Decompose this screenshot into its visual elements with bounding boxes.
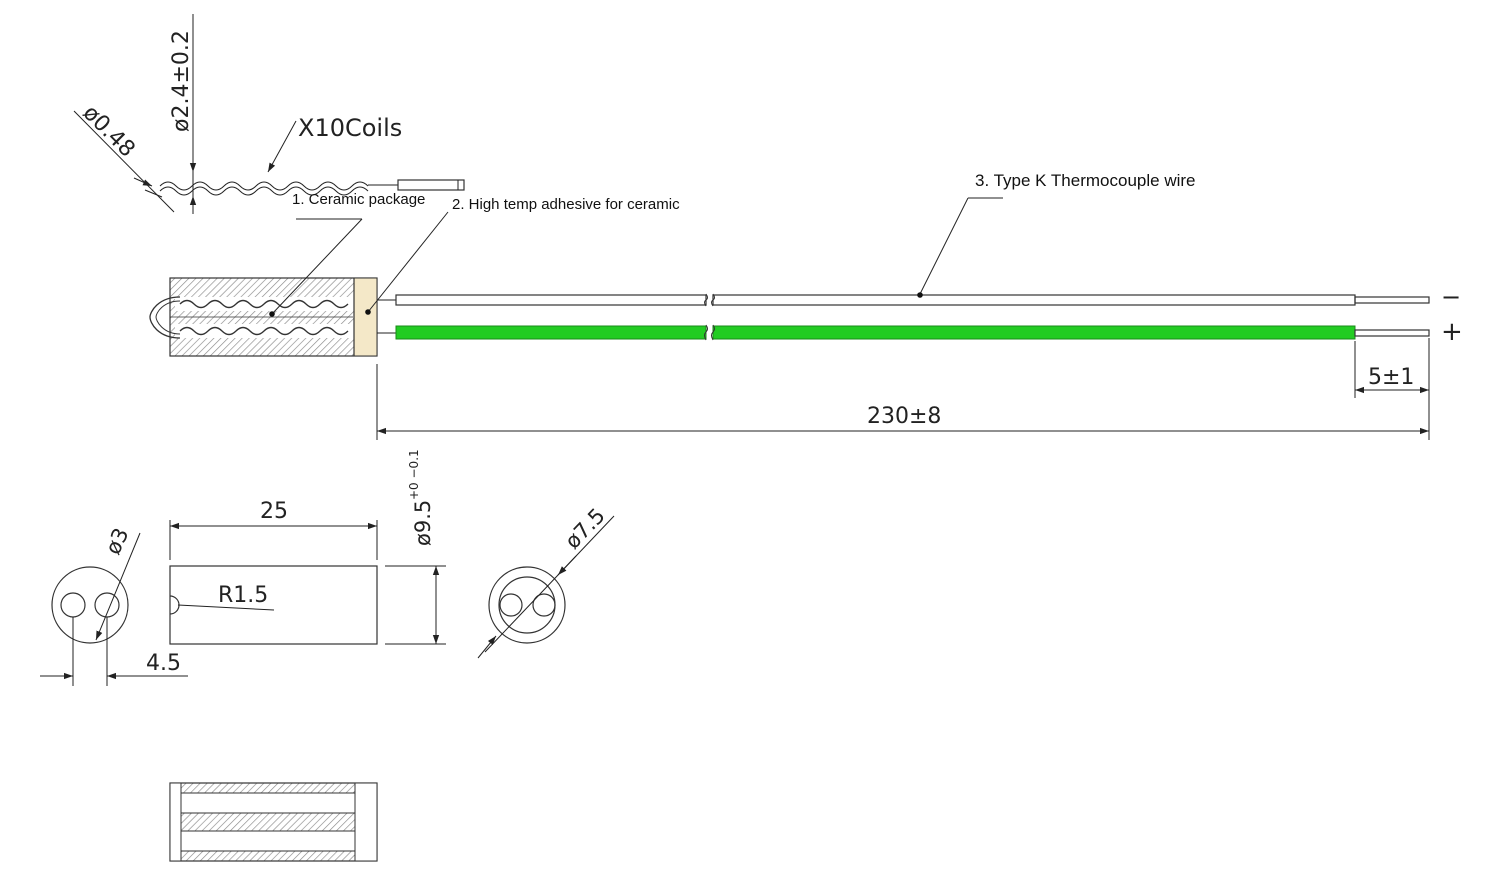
ceramic-package-label: 1. Ceramic package bbox=[292, 191, 425, 208]
adhesive-label: 2. High temp adhesive for ceramic bbox=[452, 196, 680, 213]
section-view bbox=[169, 782, 378, 862]
wire-diameter-dim: ø0.48 bbox=[78, 101, 140, 163]
negative-wire bbox=[377, 293, 1430, 307]
length-dimensions bbox=[376, 338, 1430, 440]
plus-terminal-label: + bbox=[1441, 317, 1463, 347]
thermocouple-wire-label: 3. Type K Thermocouple wire bbox=[975, 171, 1196, 190]
coil-detail bbox=[73, 14, 465, 214]
side-view bbox=[169, 520, 446, 645]
hole-diameter-dim: ø3 bbox=[101, 524, 134, 558]
groove-radius-dim: R1.5 bbox=[218, 583, 268, 608]
adhesive-fill bbox=[353, 277, 378, 357]
positive-wire bbox=[377, 324, 1430, 341]
coil-diameter-dim: ø2.4±0.2 bbox=[169, 30, 194, 132]
body-length-dim: 25 bbox=[260, 499, 288, 524]
part-leaders bbox=[269, 197, 1003, 317]
wire-length-dim: 230±8 bbox=[867, 404, 941, 429]
ceramic-body bbox=[149, 277, 378, 357]
coils-count-label: X10Coils bbox=[298, 114, 402, 142]
end-view-right bbox=[477, 515, 615, 659]
minus-terminal-label: − bbox=[1441, 283, 1461, 311]
strip-length-dim: 5±1 bbox=[1368, 365, 1414, 390]
end-view-left bbox=[40, 532, 188, 686]
body-diameter-dim: ø9.5 bbox=[411, 500, 435, 546]
hole-spacing-dim: 4.5 bbox=[146, 651, 181, 676]
body-diameter-tolerance: +0 −0.1 bbox=[407, 449, 421, 500]
